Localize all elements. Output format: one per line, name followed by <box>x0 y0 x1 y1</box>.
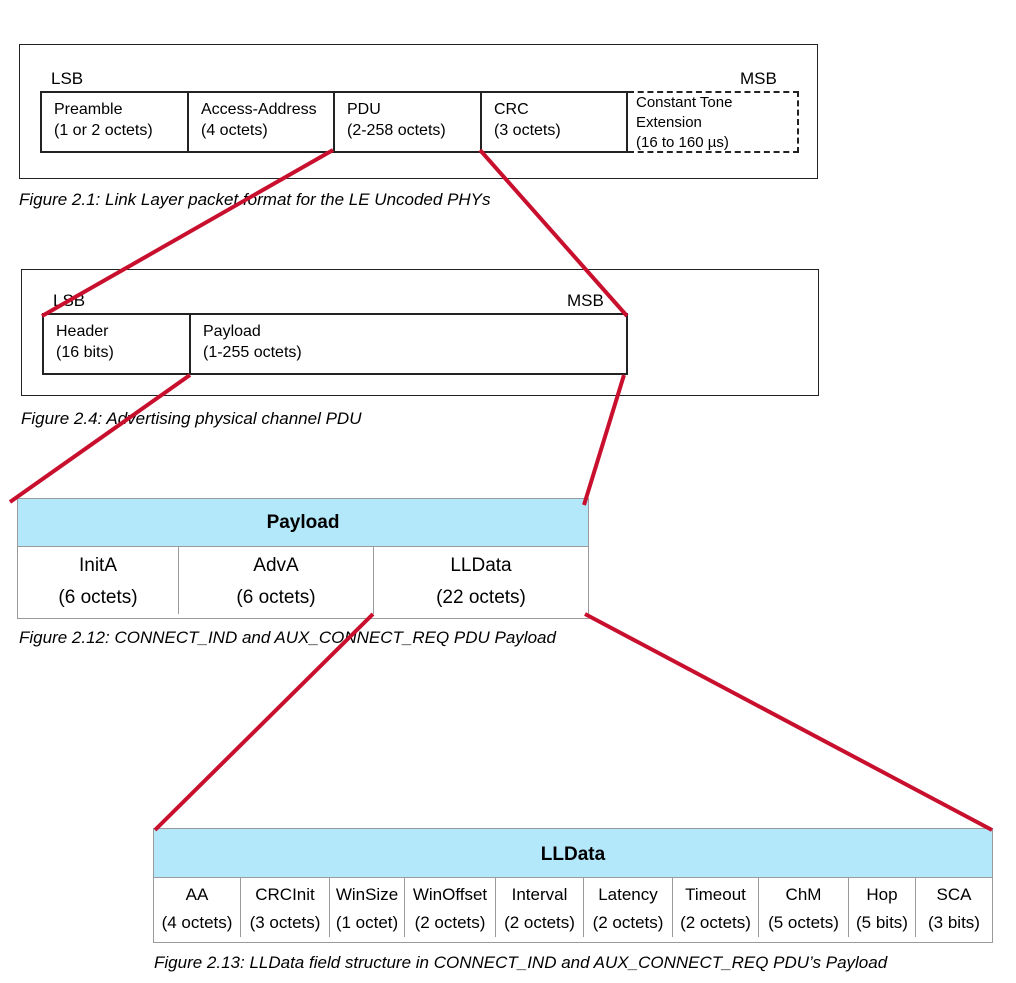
field-size: (1-255 octets) <box>203 344 302 361</box>
figure-2-1-caption: Figure 2.1: Link Layer packet format for… <box>19 190 491 209</box>
field-size: (3 octets) <box>494 122 561 139</box>
payload-field: Payload (1-255 octets) <box>191 315 626 373</box>
cell-name: Hop <box>866 885 898 904</box>
figure-2-4-caption: Figure 2.4: Advertising physical channel… <box>21 409 362 428</box>
figure-2-13-caption: Figure 2.13: LLData field structure in C… <box>154 953 888 972</box>
cell-size: (6 octets) <box>58 587 138 608</box>
latency-cell: Latency (2 octets) <box>584 878 673 937</box>
payload-table-title: Payload <box>18 499 588 547</box>
cell-name: InitA <box>78 555 118 576</box>
field-name: PDU <box>347 101 381 118</box>
cell-size: (5 bits) <box>856 913 908 932</box>
field-size: (16 bits) <box>56 344 114 361</box>
adva-cell: AdvA (6 octets) <box>179 547 374 614</box>
cell-name: ChM <box>785 885 822 904</box>
cell-size: (2 octets) <box>414 913 486 932</box>
cell-size: (6 octets) <box>236 587 316 608</box>
access-address-field: Access-Address (4 octets) <box>189 93 335 151</box>
cell-name: AA <box>185 885 209 904</box>
field-name: Header <box>56 323 109 340</box>
lldata-table: LLData AA (4 octets) CRCInit (3 octets) … <box>153 828 993 943</box>
cell-size: (22 octets) <box>436 587 526 608</box>
field-size: (2-258 octets) <box>347 122 446 139</box>
link-layer-packet-fields: Preamble (1 or 2 octets) Access-Address … <box>40 91 628 153</box>
lldata-cell: LLData (22 octets) <box>374 547 588 614</box>
cell-name: CRCInit <box>255 885 315 904</box>
field-name: Access-Address <box>201 101 317 118</box>
aa-cell: AA (4 octets) <box>154 878 241 937</box>
cell-name: WinOffset <box>412 885 488 904</box>
cell-name: Latency <box>598 885 658 904</box>
lldata-table-title: LLData <box>154 829 992 878</box>
timeout-cell: Timeout (2 octets) <box>673 878 759 937</box>
cell-name: SCA <box>936 885 972 904</box>
figure-2-4-lsb-label: LSB <box>53 291 86 310</box>
field-size: (1 or 2 octets) <box>54 122 153 139</box>
cell-size: (2 octets) <box>680 913 751 932</box>
figure-2-12-caption: Figure 2.12: CONNECT_IND and AUX_CONNECT… <box>19 628 556 647</box>
constant-tone-extension-field: Constant Tone Extension (16 to 160 µs) <box>628 91 799 153</box>
cell-name: Interval <box>511 885 568 904</box>
winsize-cell: WinSize (1 octet) <box>330 878 405 937</box>
chm-cell: ChM (5 octets) <box>759 878 849 937</box>
field-size: (4 octets) <box>201 122 268 139</box>
payload-table: Payload InitA (6 octets) AdvA (6 octets)… <box>17 498 589 619</box>
inita-cell: InitA (6 octets) <box>18 547 179 614</box>
advertising-pdu-fields: Header (16 bits) Payload (1-255 octets) <box>42 313 628 375</box>
crcinit-cell: CRCInit (3 octets) <box>241 878 330 937</box>
cell-name: LLData <box>450 555 512 576</box>
cell-size: (2 octets) <box>592 913 664 932</box>
cell-size: (5 octets) <box>768 913 839 932</box>
crc-field: CRC (3 octets) <box>482 93 626 151</box>
cell-size: (3 bits) <box>928 913 980 932</box>
cell-size: (3 octets) <box>249 913 321 932</box>
field-name: Payload <box>203 323 261 340</box>
cell-size: (2 octets) <box>504 913 575 932</box>
figure-2-1-lsb-label: LSB <box>51 69 84 88</box>
cell-name: AdvA <box>253 555 299 576</box>
cell-size: (4 octets) <box>161 913 233 932</box>
interval-cell: Interval (2 octets) <box>496 878 584 937</box>
cell-size: (1 octet) <box>335 913 399 932</box>
winoffset-cell: WinOffset (2 octets) <box>405 878 496 937</box>
header-field: Header (16 bits) <box>44 315 191 373</box>
cell-name: WinSize <box>335 885 399 904</box>
cell-name: Timeout <box>685 885 746 904</box>
figure-2-1-msb-label: MSB <box>740 69 777 88</box>
figure-2-4-msb-label: MSB <box>567 291 604 310</box>
preamble-field: Preamble (1 or 2 octets) <box>42 93 189 151</box>
cte-line-2: Extension <box>636 114 702 131</box>
pdu-field: PDU (2-258 octets) <box>335 93 482 151</box>
field-name: CRC <box>494 101 529 118</box>
field-name: Preamble <box>54 101 123 118</box>
lldata-table-row: AA (4 octets) CRCInit (3 octets) WinSize… <box>154 878 992 937</box>
hop-cell: Hop (5 bits) <box>849 878 916 937</box>
cte-line-3: (16 to 160 µs) <box>636 134 729 151</box>
cte-line-1: Constant Tone <box>636 94 733 111</box>
lldata-end-connector <box>584 612 993 832</box>
payload-table-row: InitA (6 octets) AdvA (6 octets) LLData … <box>18 547 588 614</box>
sca-cell: SCA (3 bits) <box>916 878 992 937</box>
